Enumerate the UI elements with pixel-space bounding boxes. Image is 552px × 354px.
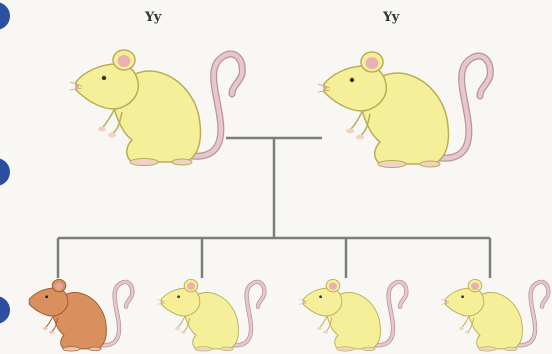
offspring-mouse-4 [442, 279, 549, 351]
offspring-mouse-3 [300, 279, 407, 351]
cross-lines [56, 136, 492, 278]
parent-2-genotype: Yy [383, 10, 399, 25]
parent-mouse-2 [318, 52, 490, 168]
step-marker-1 [0, 2, 10, 30]
parent-1-genotype: Yy [145, 10, 161, 25]
offspring-mouse-1 [29, 279, 133, 351]
offspring-mouse-2 [158, 279, 265, 351]
parent-mouse-1 [70, 50, 242, 166]
step-marker-3 [0, 296, 10, 324]
step-marker-2 [0, 158, 10, 186]
